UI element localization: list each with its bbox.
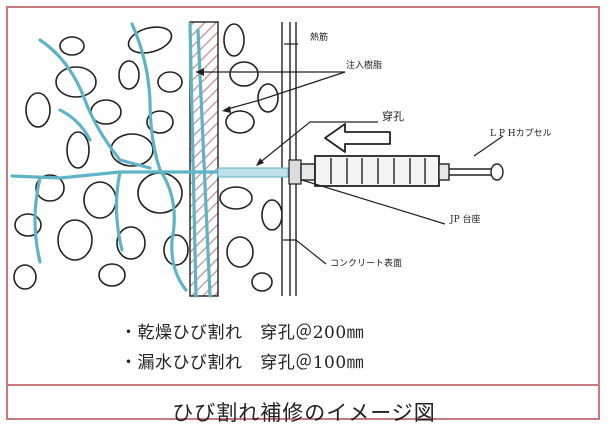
label-drill-hole: 穿孔	[382, 109, 404, 123]
aggregate-left	[13, 26, 189, 290]
label-capsule: L P Hカプセル	[490, 128, 552, 139]
aggregate-right	[219, 23, 282, 292]
injection-direction-arrow	[324, 123, 391, 153]
diagram-frame	[6, 6, 600, 420]
diagram-caption: ひび割れ補修のイメージ図	[172, 401, 436, 425]
lph-capsule	[300, 155, 504, 187]
drill-hole	[217, 167, 289, 178]
surface-lines	[281, 22, 297, 296]
bullet-text: 乾燥ひび割れ	[137, 323, 243, 343]
bullet-marker: ・	[120, 323, 138, 343]
label-concrete-surface: コンクリート表面	[330, 257, 402, 269]
jp-base	[288, 159, 302, 185]
label-jp-base: JP 台座	[449, 213, 481, 225]
bullet-leak-crack: ・漏水ひび割れ 穿孔＠100㎜	[120, 348, 364, 373]
label-resin: 注入樹脂	[346, 59, 382, 71]
bullet-interval: 穿孔＠200㎜	[260, 323, 365, 343]
bullet-marker: ・	[120, 353, 138, 373]
leader-lines	[196, 43, 504, 265]
caption-divider	[6, 384, 600, 386]
bullet-interval: 穿孔＠100㎜	[260, 353, 365, 373]
label-finish: 熱筋	[310, 31, 328, 43]
crack-lines	[10, 22, 300, 298]
bullet-dry-crack: ・乾燥ひび割れ 穿孔＠200㎜	[120, 318, 364, 343]
bullet-text: 漏水ひび割れ	[137, 353, 243, 373]
